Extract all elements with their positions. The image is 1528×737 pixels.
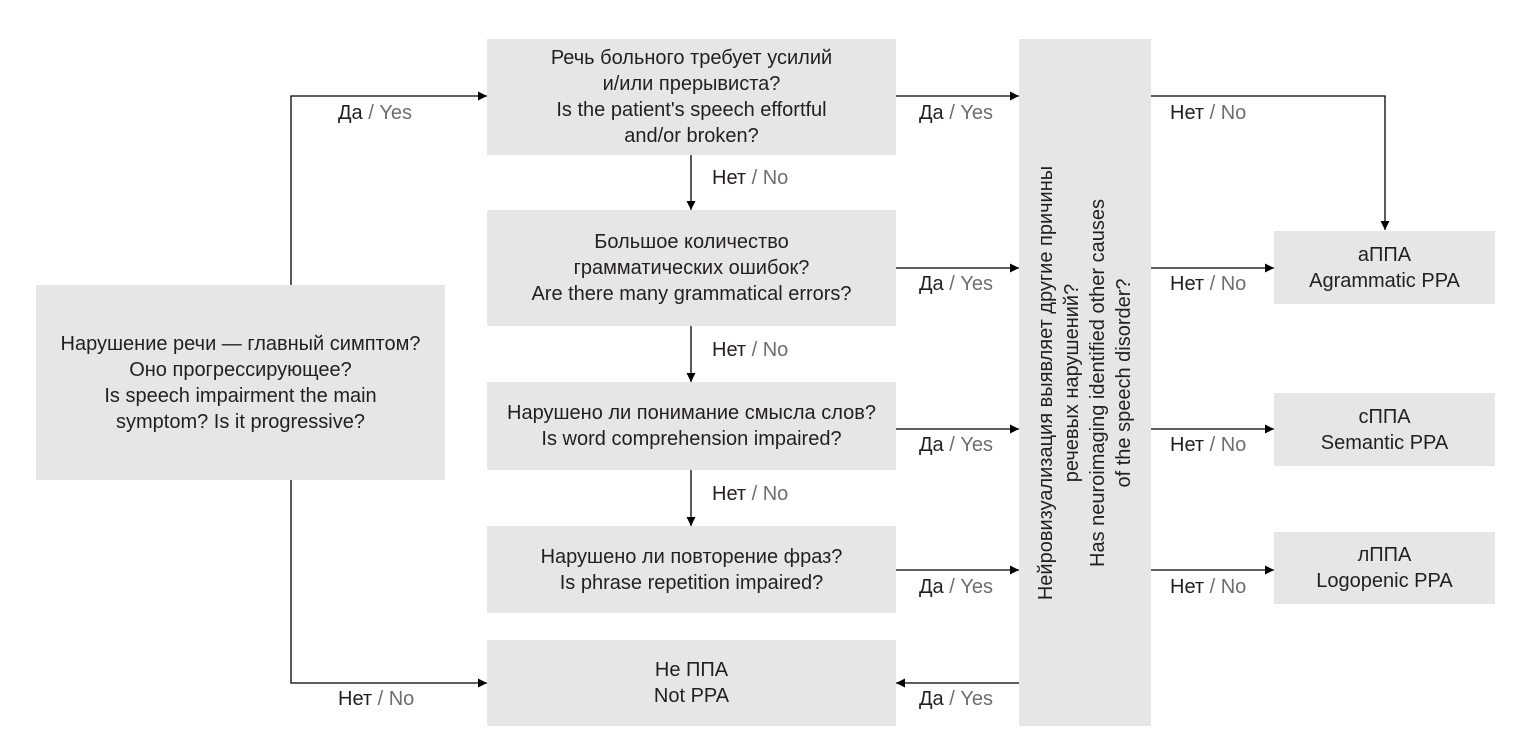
q2-line-1: Большое количество xyxy=(594,231,789,253)
label-neuro-no-4: Нет / No xyxy=(1170,576,1247,598)
neuro-line-2: речевых нарушений? xyxy=(1061,283,1083,482)
label-q1-no: Нет / No xyxy=(712,167,789,189)
q1-line-3: Is the patient's speech effortful xyxy=(556,99,827,121)
q1-line-2: и/или прерывиста? xyxy=(602,73,781,95)
label-q1-yes: Да / Yes xyxy=(919,102,993,124)
arrow-neuro-to-appa-top xyxy=(1151,95,1390,230)
label-q2-no: Нет / No xyxy=(712,339,789,361)
q1-line-1: Речь больного требует усилий xyxy=(550,47,833,69)
arrow-start-to-q1 xyxy=(290,91,487,285)
start-line-1: Нарушение речи — главный симптом? xyxy=(60,332,421,355)
not-ppa-line-1: Не ППА xyxy=(654,659,729,681)
sppa-line-2: Semantic PPA xyxy=(1320,431,1449,454)
q4-line-2: Is phrase repetition impaired? xyxy=(559,571,824,594)
agrammatic-ppa-box: аППА Agrammatic PPA xyxy=(1274,231,1495,304)
q4-phrase-repetition-box: Нарушено ли повторение фраз? Is phrase r… xyxy=(487,526,896,613)
label-start-no: Нет / No xyxy=(338,688,415,710)
label-q2-yes: Да / Yes xyxy=(919,273,993,295)
start-line-2: Оно прогрессирующее? xyxy=(129,358,352,381)
sppa-line-1: сППА xyxy=(1358,405,1411,428)
neuroimaging-question-box: Нейровизуализация выявляет другие причин… xyxy=(1019,39,1151,726)
label-neuro-yes: Да / Yes xyxy=(919,688,993,710)
q1-line-4: and/or broken? xyxy=(624,125,759,147)
neuro-line-3: Has neuroimaging identified other causes xyxy=(1087,198,1109,567)
arrow-start-to-not-ppa xyxy=(290,480,487,688)
neuroimaging-text: Нейровизуализация выявляет другие причин… xyxy=(1033,33,1137,733)
q4-line-1: Нарушено ли повторение фраз? xyxy=(540,545,843,568)
q2-line-3: Are there many grammatical errors? xyxy=(531,283,852,305)
not-ppa-box: Не ППА Not PPA xyxy=(487,640,896,726)
q3-line-1: Нарушено ли понимание смысла слов? xyxy=(507,402,876,424)
start-question-box: Нарушение речи — главный симптом? Оно пр… xyxy=(36,285,445,480)
logopenic-ppa-box: лППА Logopenic PPA xyxy=(1274,532,1495,604)
q2-grammatical-errors-box: Большое количество грамматических ошибок… xyxy=(487,210,896,326)
label-neuro-no-2: Нет / No xyxy=(1170,273,1247,295)
label-q3-no: Нет / No xyxy=(712,483,789,505)
q3-line-2: Is word comprehension impaired? xyxy=(541,428,842,450)
neuro-line-4: of the speech disorder? xyxy=(1113,277,1135,488)
start-line-3: Is speech impairment the main xyxy=(104,384,377,407)
start-line-4: symptom? Is it progressive? xyxy=(116,410,365,433)
appa-line-2: Agrammatic PPA xyxy=(1309,269,1460,292)
lppa-line-2: Logopenic PPA xyxy=(1316,570,1453,592)
label-neuro-no-1: Нет / No xyxy=(1170,102,1247,124)
label-q3-yes: Да / Yes xyxy=(919,434,993,456)
appa-line-1: аППА xyxy=(1357,243,1412,266)
q1-effortful-speech-box: Речь больного требует усилий и/или преры… xyxy=(487,39,896,155)
label-start-yes: Да / Yes xyxy=(338,102,412,124)
label-q4-yes: Да / Yes xyxy=(919,576,993,598)
q2-line-2: грамматических ошибок? xyxy=(573,257,810,279)
not-ppa-line-2: Not PPA xyxy=(653,685,730,707)
lppa-line-1: лППА xyxy=(1357,544,1412,566)
semantic-ppa-box: сППА Semantic PPA xyxy=(1274,393,1495,466)
label-neuro-no-3: Нет / No xyxy=(1170,434,1247,456)
neuro-line-1: Нейровизуализация выявляет другие причин… xyxy=(1035,165,1057,600)
q3-word-comprehension-box: Нарушено ли понимание смысла слов? Is wo… xyxy=(487,382,896,470)
